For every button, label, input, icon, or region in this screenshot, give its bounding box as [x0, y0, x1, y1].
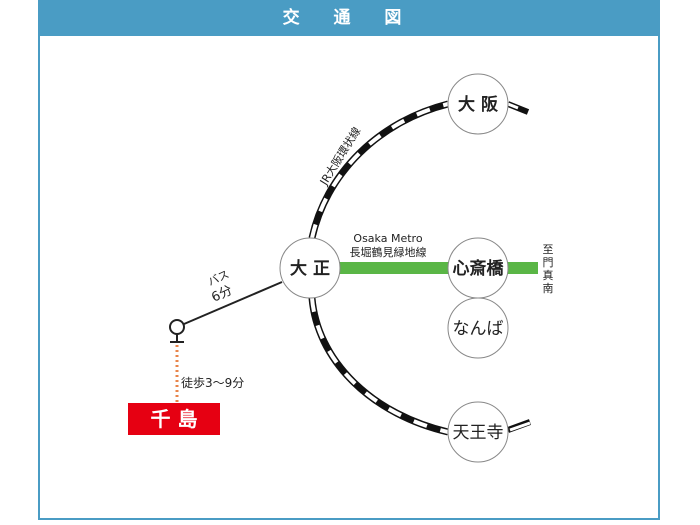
- station-label: 心斎橋: [453, 258, 505, 279]
- map-frame: [38, 0, 660, 520]
- destination-label: 千 島: [151, 407, 198, 431]
- station-shinsaibashi[interactable]: 心斎橋: [447, 237, 509, 299]
- station-label: なんば: [453, 319, 504, 339]
- station-taisho[interactable]: 大 正: [279, 237, 341, 299]
- svg-text:門: 門: [543, 256, 554, 269]
- jr-loop-line-upper: [308, 100, 530, 239]
- bus-line: [183, 281, 283, 325]
- destination-chishima[interactable]: 千 島: [128, 403, 220, 435]
- svg-text:至: 至: [543, 243, 554, 256]
- svg-text:南: 南: [543, 282, 554, 295]
- metro-label-en: Osaka Metro: [353, 232, 422, 245]
- page-title: 交 通 図: [38, 0, 660, 36]
- jr-loop-line-lower: [308, 297, 532, 436]
- station-label: 天王寺: [453, 423, 504, 443]
- station-label: 大 阪: [458, 94, 498, 115]
- station-tennoji[interactable]: 天王寺: [447, 401, 509, 463]
- station-label: 大 正: [290, 258, 330, 279]
- toward-label: 至 門 真 南: [543, 243, 554, 295]
- station-namba[interactable]: なんば: [447, 297, 509, 359]
- bus-stop-icon: [169, 319, 185, 343]
- walk-label: 徒歩3〜9分: [181, 375, 244, 390]
- svg-text:真: 真: [543, 268, 554, 282]
- station-osaka[interactable]: 大 阪: [447, 73, 509, 135]
- metro-label-jp: 長堀鶴見緑地線: [350, 245, 427, 259]
